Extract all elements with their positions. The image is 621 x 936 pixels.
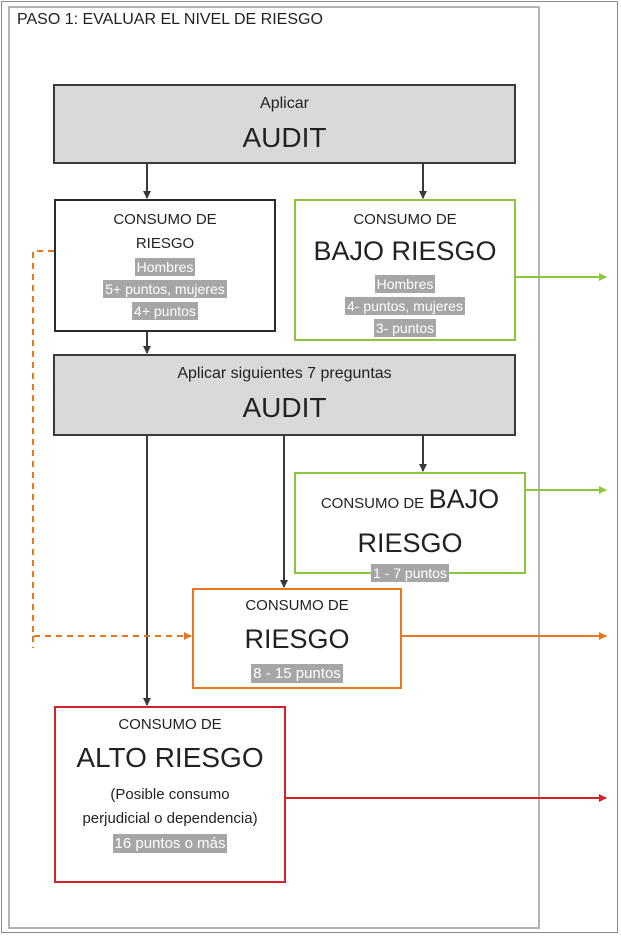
risk1-line2: RIESGO	[135, 235, 195, 252]
audit2-line2: AUDIT	[242, 392, 327, 423]
audit-step-1: Aplicar AUDIT	[53, 84, 516, 164]
risk1-line1: CONSUMO DE	[113, 211, 217, 228]
low1-men-label: Hombres	[374, 275, 436, 293]
low2-line2: RIESGO	[357, 528, 463, 558]
risk1-men-threshold: 5+ puntos, mujeres	[103, 280, 227, 298]
risk-consumption-box: CONSUMO DE RIESGO Hombres 5+ puntos, muj…	[54, 199, 276, 332]
high-line1: CONSUMO DE	[118, 716, 222, 733]
audit1-line1: Aplicar	[260, 95, 309, 112]
low1-women-threshold: 3- puntos	[373, 319, 437, 337]
low2-score-range: 1 - 7 puntos	[371, 564, 449, 582]
risk2-line2: RIESGO	[244, 624, 350, 654]
risk1-men-label: Hombres	[134, 258, 196, 276]
high-line4: perjudicial o dependencia)	[82, 810, 258, 827]
high-risk-result-box: CONSUMO DE ALTO RIESGO (Posible consumo …	[54, 706, 286, 883]
low1-men-threshold: 4- puntos, mujeres	[345, 297, 465, 315]
risk2-line1: CONSUMO DE	[245, 597, 349, 614]
low2-line1b: BAJO	[428, 484, 500, 514]
step-panel	[8, 6, 540, 929]
low1-line2: BAJO RIESGO	[313, 236, 497, 266]
audit1-line2: AUDIT	[242, 122, 327, 153]
audit2-line1: Aplicar siguientes 7 preguntas	[177, 365, 392, 382]
risk2-score-range: 8 - 15 puntos	[251, 664, 343, 683]
risk1-women-threshold: 4+ puntos	[132, 302, 198, 320]
dashed-bypass-arrow	[32, 250, 192, 640]
low1-line1: CONSUMO DE	[353, 211, 457, 228]
high-line3: (Posible consumo	[110, 786, 230, 803]
high-score-range: 16 puntos o más	[112, 834, 228, 853]
low-risk-result-box: CONSUMO DE BAJO RIESGO 1 - 7 puntos	[294, 472, 526, 582]
low2-line1a: CONSUMO DE	[320, 495, 425, 512]
risk-result-box: CONSUMO DE RIESGO 8 - 15 puntos	[192, 588, 402, 689]
audit-step-2: Aplicar siguientes 7 preguntas AUDIT	[53, 354, 516, 436]
high-line2: ALTO RIESGO	[76, 742, 264, 773]
low-risk-consumption-box: CONSUMO DE BAJO RIESGO Hombres 4- puntos…	[294, 199, 516, 341]
panel-title: PASO 1: EVALUAR EL NIVEL DE RIESGO	[17, 11, 323, 28]
